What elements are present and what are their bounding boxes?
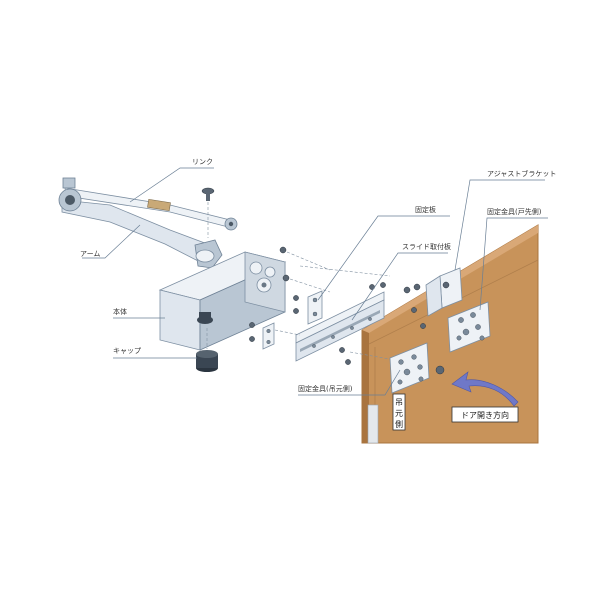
slide-mount-plate bbox=[295, 282, 386, 365]
label-fixing-hardware-door-end: 固定金具(戸先側) bbox=[487, 207, 542, 216]
arm-link-assembly bbox=[58, 177, 238, 269]
assembly-guides bbox=[274, 265, 396, 361]
body-screws bbox=[279, 246, 331, 293]
small-fixing-plate bbox=[249, 322, 275, 350]
hinge-side-tag: 吊 元 側 bbox=[392, 393, 406, 431]
label-cap: キャップ bbox=[113, 347, 141, 355]
door-open-direction-label: ドア開き方向 bbox=[461, 410, 509, 420]
hinge-side-char-3: 側 bbox=[395, 419, 403, 429]
hinge-side-char-1: 吊 bbox=[395, 398, 403, 407]
fixing-plate bbox=[293, 290, 323, 325]
fixing-hardware-hinge-side bbox=[389, 342, 445, 394]
arm-screw bbox=[201, 187, 215, 238]
curved-arrow-icon bbox=[451, 371, 519, 407]
callouts: リンク アーム 本体 キャップ 固定板 スライド取付板 アジャストブラケット 固… bbox=[80, 158, 556, 396]
label-body: 本体 bbox=[113, 307, 127, 316]
door-open-direction-box: ドア開き方向 bbox=[451, 406, 519, 423]
closer-body bbox=[158, 251, 287, 351]
label-fixing-plate: 固定板 bbox=[415, 205, 436, 214]
label-fixing-hardware-hinge-side: 固定金具(吊元側) bbox=[298, 384, 353, 393]
fixing-hardware-door-end bbox=[411, 301, 491, 353]
label-arm: アーム bbox=[80, 250, 100, 258]
label-adjust-bracket: アジャストブラケット bbox=[487, 169, 556, 178]
label-slide-mount-plate: スライド取付板 bbox=[402, 242, 451, 251]
label-link: リンク bbox=[192, 158, 213, 166]
adjust-bracket bbox=[403, 267, 463, 317]
cap bbox=[196, 328, 218, 372]
hinge-side-char-2: 元 bbox=[395, 409, 403, 418]
